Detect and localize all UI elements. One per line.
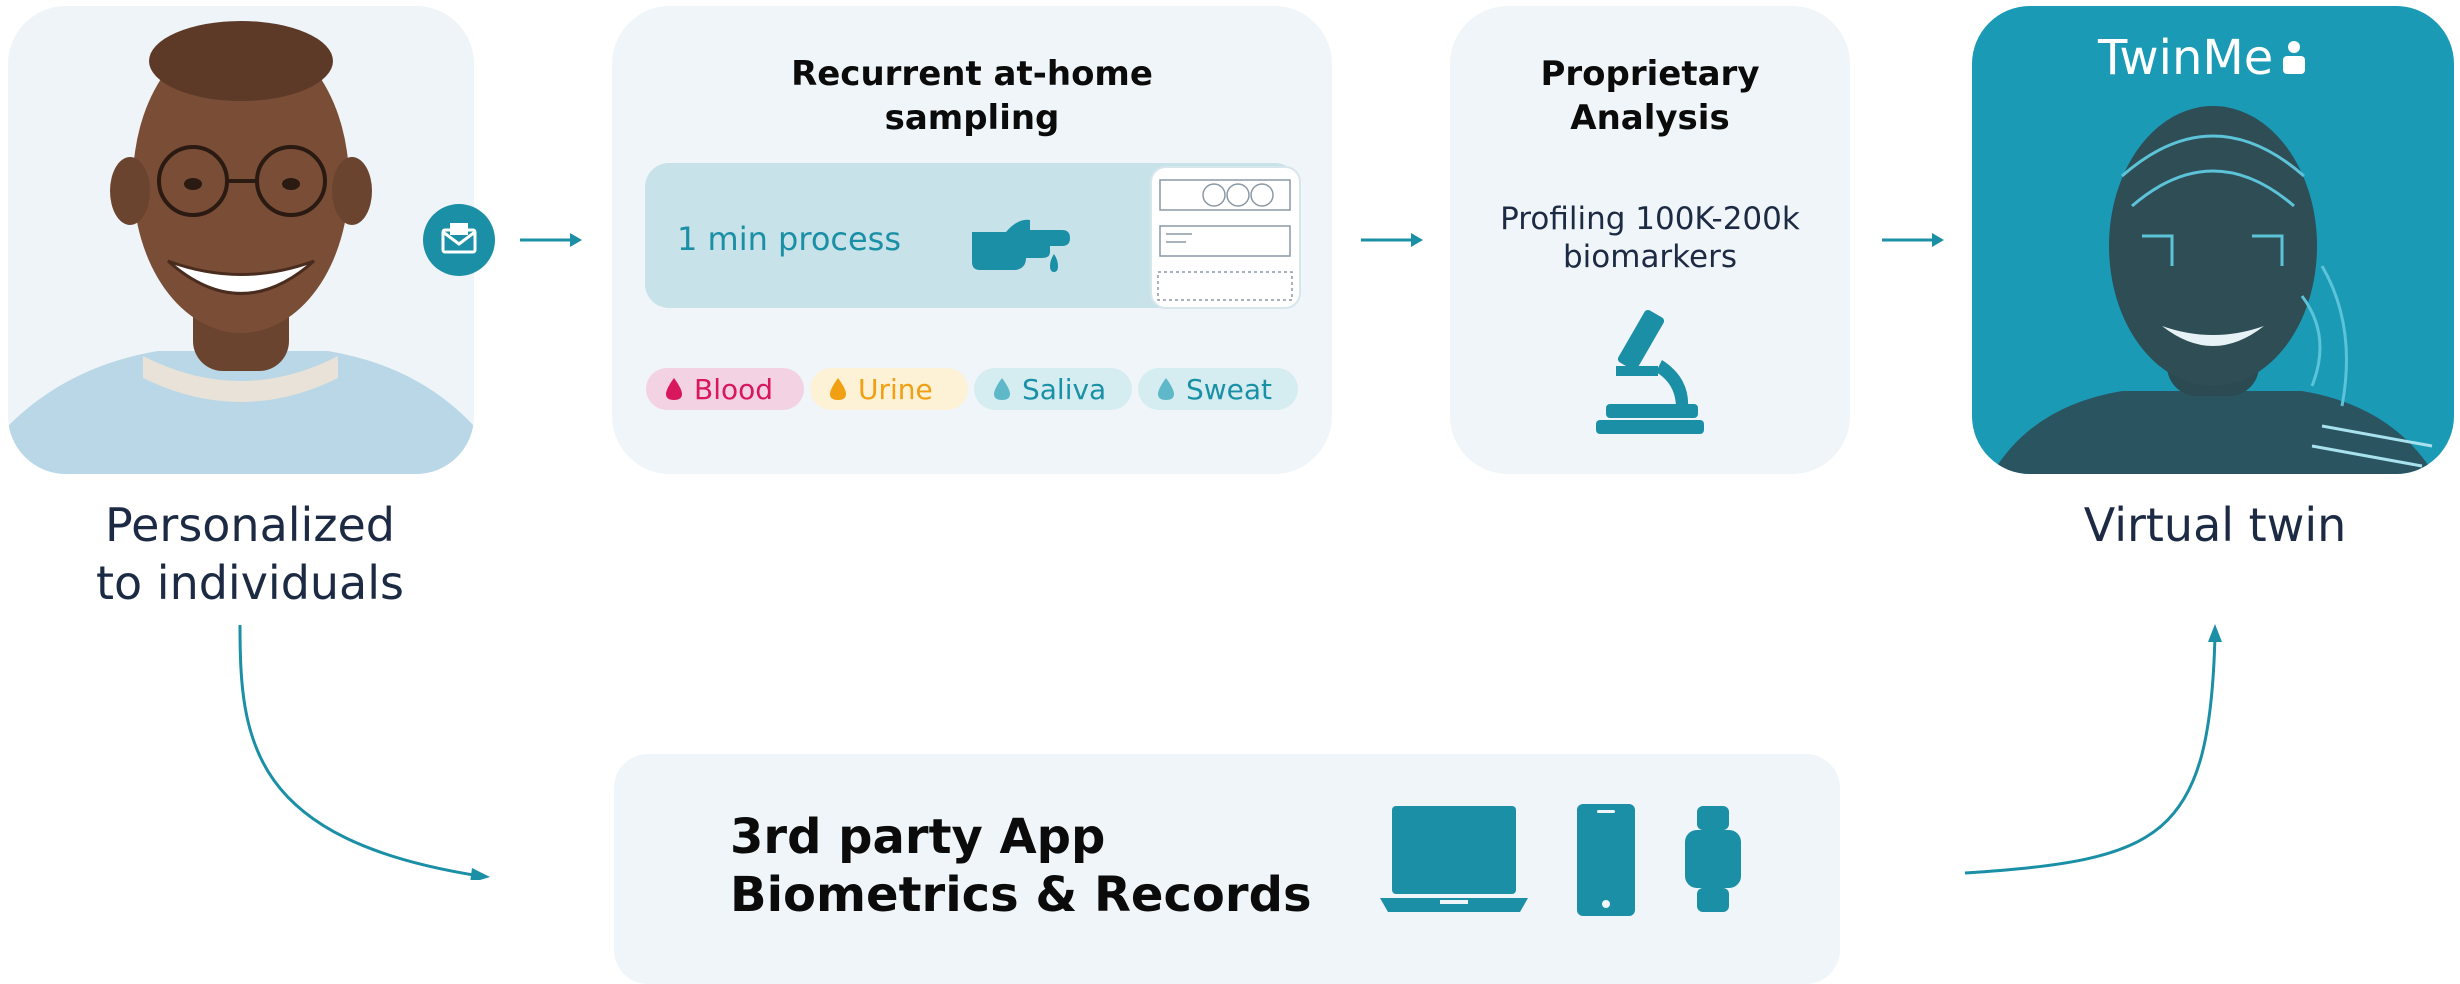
analysis-title-line2: Analysis: [1570, 98, 1730, 138]
sample-kit-image: [1150, 166, 1301, 309]
pill-urine-label: Urine: [858, 372, 933, 406]
thirdparty-card: [614, 754, 1840, 984]
thirdparty-line1: 3rd party App: [730, 809, 1106, 865]
envelope-icon: [423, 204, 495, 276]
analysis-desc-line2: biomarkers: [1562, 239, 1737, 275]
process-label: 1 min process: [677, 220, 902, 258]
analysis-desc-line1: Profiling 100K-200k: [1500, 201, 1800, 237]
sampling-title-line2: sampling: [884, 98, 1060, 138]
twin-label: Virtual twin: [2083, 498, 2347, 552]
pill-saliva-label: Saliva: [1022, 372, 1107, 406]
sampling-title: Recurrent at-home sampling: [672, 52, 1272, 140]
saliva-drop-icon: [994, 378, 1010, 400]
analysis-card: [1450, 6, 1850, 474]
analysis-title-line1: Proprietary: [1540, 54, 1760, 94]
microscope-icon: [1596, 309, 1704, 434]
pill-urine: Urine: [810, 368, 968, 410]
blood-drop-icon: [666, 378, 682, 400]
finger-prick-icon: [972, 219, 1070, 272]
person-label: Personalized to individuals: [40, 496, 460, 612]
sweat-drop-icon: [1158, 378, 1174, 400]
phone-icon: [1577, 804, 1635, 916]
pill-sweat: Sweat: [1138, 368, 1298, 410]
sampling-title-line1: Recurrent at-home: [791, 54, 1153, 94]
curve-thirdparty-to-twin: [1964, 624, 2222, 875]
person-card: [8, 6, 474, 474]
twin-card: [1972, 6, 2454, 474]
arrow-analysis-to-twin: [1882, 233, 1944, 247]
pill-sweat-label: Sweat: [1186, 372, 1273, 406]
twin-brand-text: TwinMe: [2098, 30, 2274, 86]
twinme-logo-icon: [2283, 41, 2306, 74]
thirdparty-text: 3rd party App Biometrics & Records: [730, 808, 1312, 924]
person-label-line1: Personalized: [105, 498, 395, 552]
laptop-icon: [1380, 806, 1528, 912]
pill-blood-label: Blood: [694, 372, 774, 406]
thirdparty-line2: Biometrics & Records: [730, 867, 1312, 923]
twin-brand: TwinMe: [2098, 30, 2309, 86]
pill-saliva: Saliva: [974, 368, 1132, 410]
analysis-desc: Profiling 100K-200k biomarkers: [1450, 200, 1850, 276]
twin-portrait: [1992, 106, 2434, 474]
arrow-sampling-to-analysis: [1361, 233, 1423, 247]
urine-drop-icon: [830, 378, 846, 400]
analysis-title: Proprietary Analysis: [1450, 52, 1850, 140]
person-photo: [8, 21, 474, 474]
arrow-person-to-sampling: [520, 233, 582, 247]
person-label-line2: to individuals: [95, 556, 404, 610]
smartwatch-icon: [1685, 806, 1741, 912]
pill-blood: Blood: [646, 368, 804, 410]
curve-person-to-thirdparty: [238, 624, 490, 880]
